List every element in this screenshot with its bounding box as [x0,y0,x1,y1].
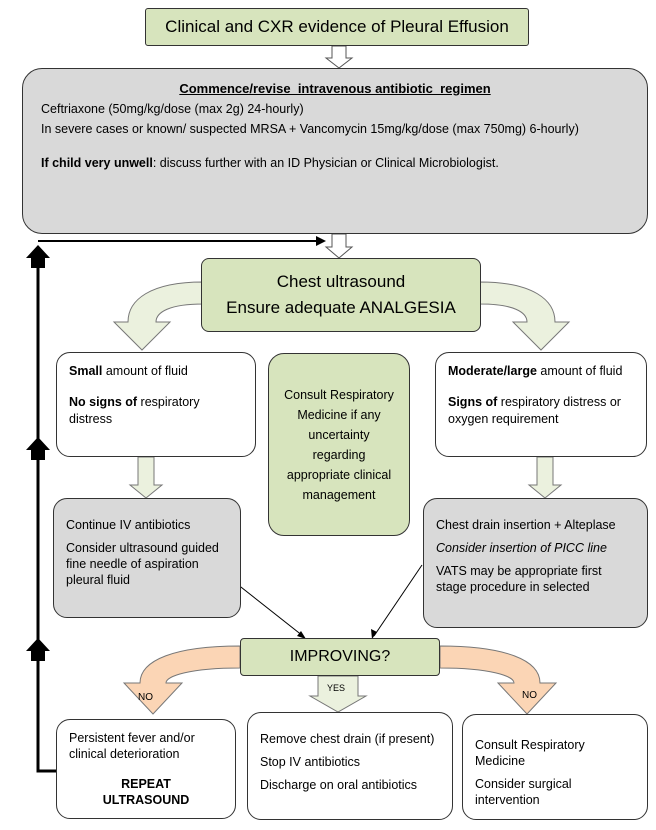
consult-right-box: Consult Respiratory Medicine Consider su… [462,714,648,820]
consult-middle-box: Consult Respiratory Medicine if any unce… [268,353,410,536]
arrow-title-to-antibiotic [324,45,354,69]
consult-middle-text: Consult Respiratory Medicine if any unce… [284,387,394,502]
moderate-fluid-box: Moderate/large amount of fluid Signs of … [435,352,647,457]
moderate-fluid-rest: amount of fluid [536,364,623,378]
remove-drain-line1: Remove chest drain (if present) [260,732,435,746]
small-fluid-line1: Small amount of fluid [69,363,243,380]
title-text: Clinical and CXR evidence of Pleural Eff… [165,17,509,36]
arrow-improving-no-right [439,645,558,715]
small-fluid-rest: amount of fluid [102,364,188,378]
repeat-ultrasound-text: REPEAT ULTRASOUND [102,777,190,807]
persistent-fever-line1: Persistent fever and/or clinical deterio… [69,731,195,761]
moderate-fluid-line1: Moderate/large amount of fluid [448,363,634,380]
no-left-label: NO [138,692,153,703]
moderate-signs-rest: respiratory distress or oxygen requireme… [448,395,621,426]
consult-right-line2: Consider surgical intervention [475,777,572,807]
ultrasound-box: Chest ultrasound Ensure adequate ANALGES… [201,258,481,332]
antibiotic-line1: Ceftriaxone (50mg/kg/dose (max 2g) 24-ho… [41,102,304,116]
arrow-antibiotic-to-ultrasound [324,233,354,259]
consult-right-line1: Consult Respiratory Medicine [475,738,585,768]
loop-arrow-1 [26,245,50,268]
chest-drain-line2: Consider insertion of PICC line [436,541,607,555]
loop-arrow-2 [26,437,50,460]
no-right-label: NO [522,690,537,701]
antibiotic-heading: Commence/revise intravenous antibiotic r… [179,81,491,96]
remove-drain-line2: Stop IV antibiotics [260,755,361,769]
loop-line [36,258,56,773]
remove-drain-box: Remove chest drain (if present) Stop IV … [247,712,453,820]
arrow-moderate-to-drain [527,456,563,499]
chest-drain-line3: VATS may be appropriate first stage proc… [436,564,602,594]
continue-iv-box: Continue IV antibiotics Consider ultraso… [53,498,241,618]
moderate-fluid-line2: Signs of respiratory distress or oxygen … [448,394,634,428]
antibiotic-line3: If child very unwell: discuss further wi… [41,156,629,170]
line-continue-to-improving [231,579,304,637]
continue-iv-line2: Consider ultrasound guided fine needle o… [66,541,219,587]
arrow-improving-no-left [122,645,241,715]
continue-iv-line1: Continue IV antibiotics [66,518,191,532]
chest-drain-line1: Chest drain insertion + Alteplase [436,518,616,532]
improving-box: IMPROVING? [240,638,440,676]
antibiotic-line2: In severe cases or known/ suspected MRSA… [41,122,579,136]
antibiotic-line3-bold: If child very unwell [41,156,153,170]
arrow-ultrasound-to-moderate [479,281,571,351]
line-drain-to-improving [373,564,423,637]
yes-label: YES [327,683,346,693]
chest-drain-box: Chest drain insertion + Alteplase Consid… [423,498,648,628]
antibiotic-line3-rest: : discuss further with an ID Physician o… [152,156,499,170]
improving-text: IMPROVING? [289,648,391,665]
small-signs-bold: No signs of [69,395,138,409]
arrow-ultrasound-to-small [112,281,204,351]
loop-arrow-3 [26,638,50,661]
ultrasound-line2: Ensure adequate ANALGESIA [226,298,456,317]
title-box: Clinical and CXR evidence of Pleural Eff… [145,8,529,46]
moderate-signs-bold: Signs of [448,395,498,409]
persistent-fever-box: Persistent fever and/or clinical deterio… [56,719,236,819]
ultrasound-line1: Chest ultrasound [276,272,406,291]
arrow-improving-yes [308,675,368,713]
arrow-small-to-continue [128,456,164,499]
small-fluid-line2: No signs of respiratory distress [69,394,243,428]
small-fluid-bold: Small [69,364,103,378]
small-signs-rest: respiratory distress [69,395,200,426]
antibiotic-box: Commence/revise intravenous antibiotic r… [22,68,648,234]
remove-drain-line3: Discharge on oral antibiotics [260,778,418,792]
small-fluid-box: Small amount of fluid No signs of respir… [56,352,256,457]
moderate-fluid-bold: Moderate/large [448,364,537,378]
